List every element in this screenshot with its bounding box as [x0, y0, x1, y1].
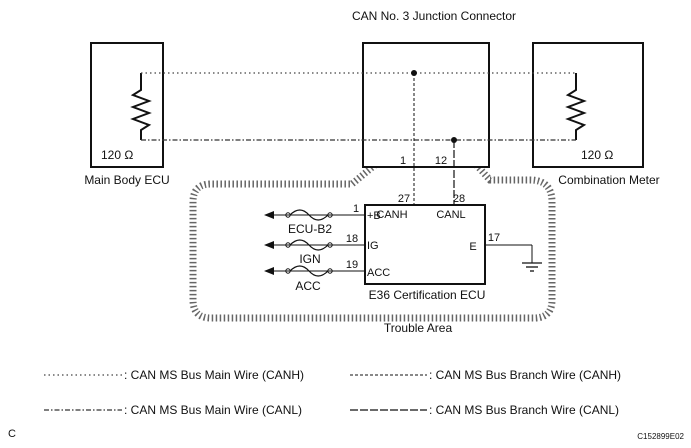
certification-pin-27: 27: [398, 193, 410, 205]
power-line-acc: [264, 265, 365, 277]
canh-terminal-label: CANH: [376, 209, 407, 221]
power-line-ig: [264, 239, 365, 251]
pin-19-label: 19: [346, 259, 358, 271]
fuse-ecu-b2-label: ECU-B2: [288, 222, 332, 236]
main-body-ecu-caption: Main Body ECU: [84, 173, 169, 187]
junction-connector-box: [362, 42, 490, 168]
fuse-ign-label: IGN: [299, 252, 320, 266]
certification-ecu-box: [364, 204, 486, 285]
legend-canh-main: : CAN MS Bus Main Wire (CANH): [124, 368, 304, 382]
pin-17-label: 17: [488, 232, 500, 244]
figure-code: C152899E02: [637, 432, 684, 441]
corner-letter: C: [8, 428, 16, 440]
trouble-area-label: Trouble Area: [384, 321, 453, 335]
pin-18-label: 18: [346, 233, 358, 245]
canl-terminal-label: CANL: [436, 209, 465, 221]
main-body-resistor: [130, 73, 152, 140]
combination-meter-resistance: 120 Ω: [581, 148, 613, 162]
legend-canh-branch: : CAN MS Bus Branch Wire (CANH): [429, 368, 621, 382]
terminal-ig-label: IG: [367, 240, 379, 252]
junction-pin-12: 12: [435, 155, 447, 167]
main-body-resistance: 120 Ω: [101, 148, 133, 162]
combination-meter-caption: Combination Meter: [558, 173, 659, 187]
legend-canl-branch: : CAN MS Bus Branch Wire (CANL): [429, 403, 619, 417]
diagram-title: CAN No. 3 Junction Connector: [352, 9, 516, 23]
power-line-b: [264, 209, 365, 221]
combination-meter-resistor: [565, 73, 587, 140]
trouble-area-outline: [189, 57, 556, 322]
terminal-b-label: +B: [367, 210, 381, 222]
terminal-e-label: E: [469, 241, 476, 253]
junction-pin-1: 1: [400, 155, 406, 167]
certification-pin-28: 28: [453, 193, 465, 205]
combination-meter-box: [532, 42, 644, 168]
pin-1-label: 1: [353, 203, 359, 215]
certification-ecu-caption: E36 Certification ECU: [369, 288, 486, 302]
terminal-acc-label: ACC: [367, 267, 390, 279]
main-body-ecu-box: [90, 42, 164, 168]
ground-symbol: [485, 244, 542, 272]
legend-canl-main: : CAN MS Bus Main Wire (CANL): [124, 403, 302, 417]
fuse-acc-label: ACC: [295, 279, 321, 293]
